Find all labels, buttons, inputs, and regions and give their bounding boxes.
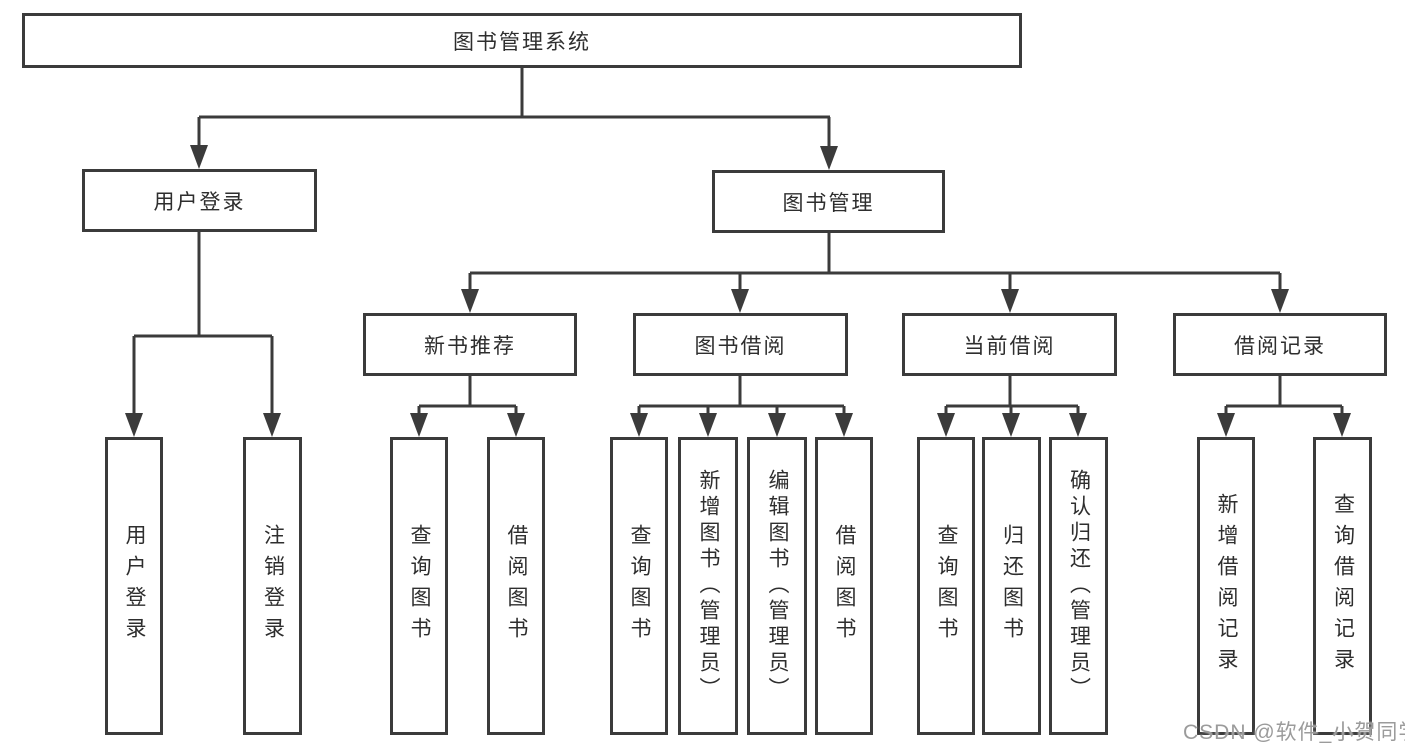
connector-recommend-branch (417, 376, 518, 420)
leaf-add-book-admin-label: 新增图书（管理员） (697, 469, 720, 703)
node-root: 图书管理系统 (22, 13, 1022, 68)
leaf-confirm-return-admin-label: 确认归还（管理员） (1067, 469, 1091, 703)
leaf-edit-book-admin-label: 编辑图书（管理员） (766, 469, 789, 703)
leaf-query-books-recommend-label: 查询图书 (408, 524, 431, 648)
node-book-management: 图书管理 (712, 170, 945, 233)
node-borrowing-records: 借阅记录 (1173, 313, 1387, 376)
arrow-icon (820, 146, 838, 170)
arrow-icon (1271, 289, 1289, 313)
leaf-query-books-current: 查询图书 (917, 437, 975, 735)
node-user-login-label: 用户登录 (153, 190, 246, 214)
leaf-borrow-books-borrowing: 借阅图书 (815, 437, 873, 735)
leaf-logout: 注销登录 (243, 437, 302, 735)
leaf-borrow-books-recommend-label: 借阅图书 (505, 524, 528, 648)
arrow-icon (835, 413, 853, 437)
leaf-edit-book-admin: 编辑图书（管理员） (747, 437, 807, 735)
arrow-icon (937, 413, 955, 437)
arrow-icon (410, 413, 428, 437)
leaf-return-book: 归还图书 (982, 437, 1041, 735)
arrow-icon (1002, 413, 1020, 437)
node-book-borrowing-label: 图书借阅 (694, 334, 787, 358)
node-current-borrowing-label: 当前借阅 (963, 334, 1056, 358)
node-root-label: 图书管理系统 (453, 30, 591, 54)
csdn-watermark: CSDN @软件_小贺同学 (1183, 721, 1405, 744)
leaf-query-books-borrowing-label: 查询图书 (628, 524, 651, 648)
node-borrowing-records-label: 借阅记录 (1234, 334, 1326, 358)
leaf-add-borrow-record-label: 新增借阅记录 (1215, 493, 1238, 679)
leaf-confirm-return-admin: 确认归还（管理员） (1049, 437, 1108, 735)
arrow-icon (461, 289, 479, 313)
arrow-icon (1069, 413, 1087, 437)
arrow-icon (699, 413, 717, 437)
connector-borrowing-branch (637, 376, 846, 420)
connector-user-login-branch (132, 232, 274, 420)
arrow-icon (630, 413, 648, 437)
arrow-icon (190, 145, 208, 169)
leaf-user-login: 用户登录 (105, 437, 163, 735)
arrow-icon (768, 413, 786, 437)
leaf-query-borrow-record-label: 查询借阅记录 (1331, 493, 1355, 679)
leaf-query-books-borrowing: 查询图书 (610, 437, 668, 735)
arrow-icon (1217, 413, 1235, 437)
leaf-query-books-current-label: 查询图书 (935, 524, 958, 648)
node-book-management-label: 图书管理 (782, 191, 875, 215)
leaf-return-book-label: 归还图书 (1000, 524, 1024, 648)
node-new-book-recommend: 新书推荐 (363, 313, 577, 376)
arrow-icon (507, 413, 525, 437)
leaf-borrow-books-recommend: 借阅图书 (487, 437, 545, 735)
node-current-borrowing: 当前借阅 (902, 313, 1117, 376)
node-user-login: 用户登录 (82, 169, 317, 232)
arrow-icon (1001, 289, 1019, 313)
leaf-add-borrow-record: 新增借阅记录 (1197, 437, 1255, 735)
arrow-icon (125, 413, 143, 437)
leaf-logout-label: 注销登录 (261, 524, 285, 648)
node-new-book-recommend-label: 新书推荐 (424, 334, 516, 358)
connector-root-branch (197, 68, 831, 153)
node-book-borrowing: 图书借阅 (633, 313, 848, 376)
leaf-borrow-books-borrowing-label: 借阅图书 (833, 524, 856, 648)
arrowheads (125, 145, 1351, 437)
leaf-add-book-admin: 新增图书（管理员） (678, 437, 738, 735)
arrow-icon (263, 413, 281, 437)
connector-records-branch (1224, 376, 1344, 420)
arrow-icon (1333, 413, 1351, 437)
connector-book-mgmt-branch (468, 233, 1282, 296)
leaf-query-books-recommend: 查询图书 (390, 437, 448, 735)
arrow-icon (731, 289, 749, 313)
leaf-user-login-label: 用户登录 (123, 524, 146, 648)
leaf-query-borrow-record: 查询借阅记录 (1313, 437, 1372, 735)
